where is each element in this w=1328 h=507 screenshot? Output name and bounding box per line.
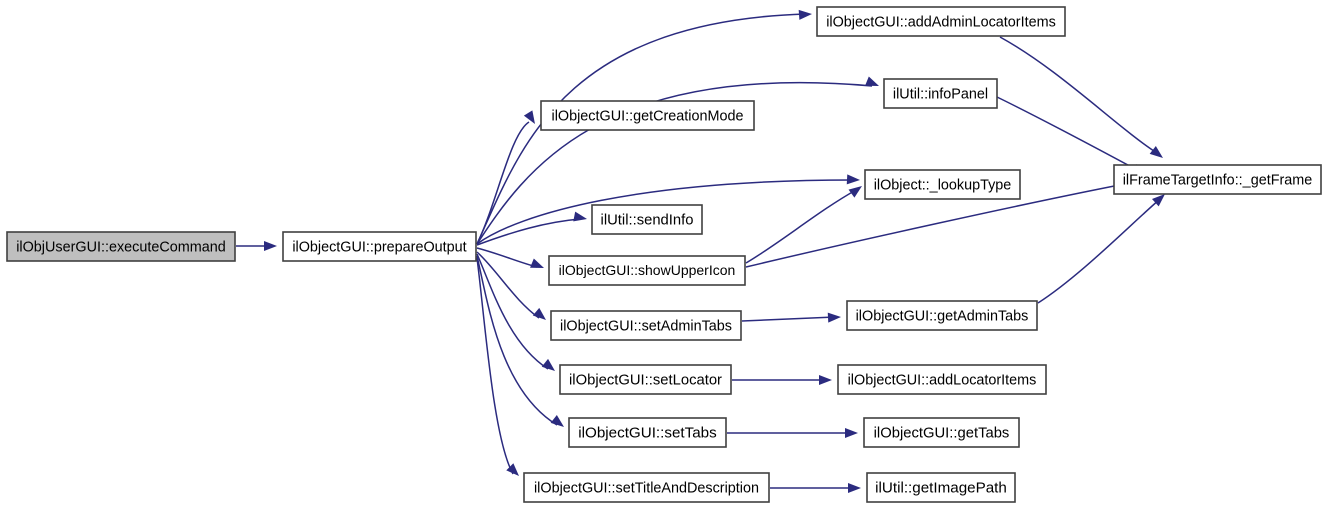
arrowhead-icon xyxy=(573,211,587,222)
node-box-lookupType[interactable] xyxy=(864,169,1021,200)
arrowhead-icon xyxy=(541,358,555,371)
arrowhead-icon xyxy=(264,241,277,251)
node-label-prepareOutput: ilObjectGUI::prepareOutput xyxy=(292,239,466,255)
node-label-setTitleAndDescription: ilObjectGUI::setTitleAndDescription xyxy=(534,480,759,496)
node-setLocator[interactable]: ilObjectGUI::setLocator xyxy=(559,364,732,395)
node-setTitleAndDescription[interactable]: ilObjectGUI::setTitleAndDescription xyxy=(523,472,770,503)
arrowhead-icon xyxy=(1149,146,1163,158)
arrowhead-icon xyxy=(848,483,861,493)
node-box-setTitleAndDescription[interactable] xyxy=(523,472,770,503)
arrowheads-layer xyxy=(264,9,1165,493)
node-label-addAdminLocatorItems: ilObjectGUI::addAdminLocatorItems xyxy=(826,14,1056,30)
node-label-getImagePath: ilUtil::getImagePath xyxy=(875,480,1007,497)
arrowhead-icon xyxy=(865,76,879,86)
node-getCreationMode[interactable]: ilObjectGUI::getCreationMode xyxy=(540,100,755,131)
node-box-showUpperIcon[interactable] xyxy=(548,255,746,286)
node-box-getCreationMode[interactable] xyxy=(540,100,755,131)
edge-prepareOutput-to-lookupType xyxy=(476,179,854,245)
node-addAdminLocatorItems[interactable]: ilObjectGUI::addAdminLocatorItems xyxy=(816,6,1066,37)
arrowhead-icon xyxy=(819,375,832,385)
node-label-infoPanel: ilUtil::infoPanel xyxy=(893,86,988,102)
node-executeCommand[interactable]: ilObjUserGUI::executeCommand xyxy=(6,231,236,262)
edge-prepareOutput-to-setLocator xyxy=(476,253,549,370)
node-infoPanel[interactable]: ilUtil::infoPanel xyxy=(883,78,998,109)
node-label-addLocatorItems: ilObjectGUI::addLocatorItems xyxy=(848,372,1037,388)
arrowhead-icon xyxy=(1151,194,1165,207)
arrowhead-icon xyxy=(846,174,860,185)
arrowhead-icon xyxy=(523,110,535,124)
node-getTabs[interactable]: ilObjectGUI::getTabs xyxy=(863,417,1020,448)
arrowhead-icon xyxy=(532,307,546,320)
edge-prepareOutput-to-setAdminTabs xyxy=(476,251,540,319)
node-box-getFrame[interactable] xyxy=(1113,164,1322,195)
node-box-executeCommand[interactable] xyxy=(6,231,236,262)
node-label-setTabs: ilObjectGUI::setTabs xyxy=(578,425,717,442)
node-getFrame[interactable]: ilFrameTargetInfo::_getFrame xyxy=(1113,164,1322,195)
node-box-setAdminTabs[interactable] xyxy=(550,310,742,341)
edge-prepareOutput-to-setTabs xyxy=(476,255,558,426)
edge-prepareOutput-to-sendInfo xyxy=(476,218,581,246)
node-box-addAdminLocatorItems[interactable] xyxy=(816,6,1066,37)
node-box-getAdminTabs[interactable] xyxy=(846,300,1038,331)
edge-getAdminTabs-to-getFrame xyxy=(1037,198,1161,304)
node-box-prepareOutput[interactable] xyxy=(282,231,477,262)
node-box-addLocatorItems[interactable] xyxy=(837,364,1047,395)
edge-prepareOutput-to-getCreationMode xyxy=(476,121,530,245)
node-label-setAdminTabs: ilObjectGUI::setAdminTabs xyxy=(560,318,732,334)
node-showUpperIcon[interactable]: ilObjectGUI::showUpperIcon xyxy=(548,255,746,286)
node-label-getTabs: ilObjectGUI::getTabs xyxy=(874,425,1010,441)
node-label-executeCommand: ilObjUserGUI::executeCommand xyxy=(16,239,226,255)
edge-addAdminLocatorItems-to-getFrame xyxy=(999,36,1158,154)
node-label-sendInfo: ilUtil::sendInfo xyxy=(601,212,694,228)
edge-prepareOutput-to-setTitleAndDescription xyxy=(476,257,514,475)
edge-setAdminTabs-to-getAdminTabs xyxy=(741,316,836,322)
node-getImagePath[interactable]: ilUtil::getImagePath xyxy=(866,472,1016,503)
edge-prepareOutput-to-addAdminLocatorItems xyxy=(476,13,806,245)
arrowhead-icon xyxy=(845,428,858,438)
arrowhead-icon xyxy=(798,9,812,20)
node-prepareOutput[interactable]: ilObjectGUI::prepareOutput xyxy=(282,231,477,262)
node-box-getTabs[interactable] xyxy=(863,417,1020,448)
arrowhead-icon xyxy=(827,312,841,323)
edge-showUpperIcon-to-getFrame xyxy=(745,180,1141,268)
node-label-lookupType: ilObject::_lookupType xyxy=(874,177,1012,193)
node-label-getCreationMode: ilObjectGUI::getCreationMode xyxy=(552,108,744,124)
node-box-getImagePath[interactable] xyxy=(866,472,1016,503)
node-setAdminTabs[interactable]: ilObjectGUI::setAdminTabs xyxy=(550,310,742,341)
node-label-showUpperIcon: ilObjectGUI::showUpperIcon xyxy=(559,262,736,278)
arrowhead-icon xyxy=(506,463,519,476)
node-setTabs[interactable]: ilObjectGUI::setTabs xyxy=(568,417,727,448)
arrowhead-icon xyxy=(848,186,862,198)
node-label-getFrame: ilFrameTargetInfo::_getFrame xyxy=(1123,172,1313,188)
node-box-infoPanel[interactable] xyxy=(883,78,998,109)
node-addLocatorItems[interactable]: ilObjectGUI::addLocatorItems xyxy=(837,364,1047,395)
node-sendInfo[interactable]: ilUtil::sendInfo xyxy=(591,204,703,235)
edges-layer xyxy=(236,13,1161,489)
edge-prepareOutput-to-showUpperIcon xyxy=(476,247,538,268)
node-box-setTabs[interactable] xyxy=(568,417,727,448)
node-box-sendInfo[interactable] xyxy=(591,204,703,235)
node-lookupType[interactable]: ilObject::_lookupType xyxy=(864,169,1021,200)
arrowhead-icon xyxy=(530,258,544,268)
node-label-getAdminTabs: ilObjectGUI::getAdminTabs xyxy=(856,308,1029,324)
arrowhead-icon xyxy=(550,415,564,427)
node-box-setLocator[interactable] xyxy=(559,364,732,395)
node-label-setLocator: ilObjectGUI::setLocator xyxy=(569,372,722,388)
edge-showUpperIcon-to-lookupType xyxy=(745,189,857,264)
edge-infoPanel-to-getFrame xyxy=(996,96,1140,172)
node-getAdminTabs[interactable]: ilObjectGUI::getAdminTabs xyxy=(846,300,1038,331)
